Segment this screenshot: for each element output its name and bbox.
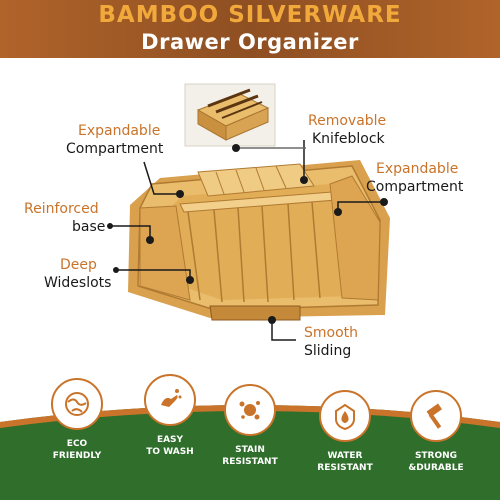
- feature-line1: WATER: [327, 451, 363, 461]
- callout-expandable-right: Expandable Compartment: [366, 160, 463, 196]
- hammer-icon: [426, 403, 443, 429]
- feature-text: ECO FRIENDLY: [37, 438, 117, 462]
- feature-circle: [410, 390, 462, 442]
- feature-easy-to-wash: EASY TO WASH: [130, 374, 210, 458]
- callout-smooth-main: Sliding: [304, 343, 352, 359]
- feature-line2: &DURABLE: [408, 463, 464, 473]
- wash-hands-icon: [161, 389, 182, 407]
- callout-expandable-right-main: Compartment: [366, 179, 464, 195]
- callout-removable-accent: Removable: [308, 113, 387, 129]
- page-title: BAMBOO SILVERWARE: [98, 2, 402, 28]
- feature-line2: RESISTANT: [222, 457, 278, 467]
- feature-line2: RESISTANT: [317, 463, 373, 473]
- feature-stain-resistant: STAIN RESISTANT: [210, 384, 290, 468]
- water-drop-icon: [335, 403, 355, 431]
- feature-circle: [224, 384, 276, 436]
- callout-removable-main: Knifeblock: [312, 131, 385, 147]
- drawer-tray: [128, 160, 390, 321]
- stain-icon: [239, 401, 260, 420]
- eco-globe-icon: [65, 392, 89, 416]
- feature-line1: STAIN: [235, 445, 265, 455]
- feature-water-resistant: WATER RESISTANT: [305, 390, 385, 474]
- feature-circle: [319, 390, 371, 442]
- feature-line2: FRIENDLY: [52, 451, 102, 461]
- feature-circle: [144, 374, 196, 426]
- callout-smooth: Smooth Sliding: [304, 324, 358, 360]
- feature-strong-durable: STRONG &DURABLE: [396, 390, 476, 474]
- callout-expandable-left: Expandable Compartment: [66, 122, 163, 158]
- feature-line1: EASY: [156, 435, 184, 445]
- header-banner: BAMBOO SILVERWARE Drawer Organizer: [0, 0, 500, 74]
- callout-deep-accent: Deep: [60, 257, 97, 273]
- feature-text: STAIN RESISTANT: [210, 444, 290, 468]
- feature-line2: TO WASH: [146, 447, 194, 457]
- callout-expandable-left-main: Compartment: [66, 141, 164, 157]
- feature-line1: STRONG: [414, 451, 458, 461]
- page-subtitle: Drawer Organizer: [141, 30, 359, 54]
- feature-text: EASY TO WASH: [130, 434, 210, 458]
- feature-text: WATER RESISTANT: [305, 450, 385, 474]
- feature-eco-friendly: ECO FRIENDLY: [37, 378, 117, 462]
- callout-reinforced-accent: Reinforced: [24, 201, 99, 217]
- knifeblock-inset: [184, 83, 276, 147]
- callout-reinforced: Reinforced base: [24, 200, 105, 236]
- callout-dots: [107, 144, 388, 324]
- callout-deep-main: Wideslots: [44, 275, 112, 291]
- header-brown-band: [0, 0, 500, 58]
- callout-expandable-left-accent: Expandable: [78, 123, 161, 139]
- callout-smooth-accent: Smooth: [304, 325, 359, 341]
- callout-reinforced-main: base: [72, 219, 106, 235]
- feature-line1: ECO: [66, 439, 88, 449]
- feature-text: STRONG &DURABLE: [396, 450, 476, 474]
- feature-circle: [51, 378, 103, 430]
- feature-band: [0, 405, 500, 500]
- callout-deep: Deep Wideslots: [44, 256, 111, 292]
- callout-expandable-right-accent: Expandable: [376, 161, 459, 177]
- callout-removable: Removable Knifeblock: [308, 112, 386, 148]
